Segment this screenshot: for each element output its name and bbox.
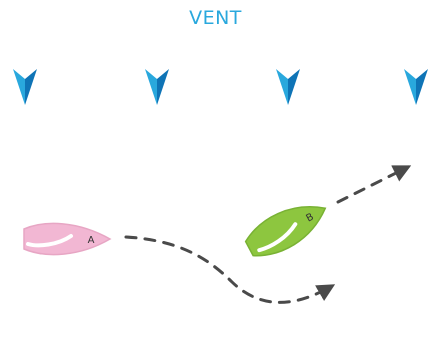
boat-b-label: B <box>305 211 316 224</box>
boat-b-hull <box>244 206 327 257</box>
wind-direction-arrow-icon <box>404 69 428 105</box>
wind-arrow-row <box>13 69 428 105</box>
wind-arrow-right-half <box>288 69 300 105</box>
wind-arrow-left-half <box>276 69 288 105</box>
boat-a-deck-highlight <box>26 234 73 248</box>
course-line-a <box>124 235 336 304</box>
wind-arrow-right-half <box>157 69 169 105</box>
boat-b-deck-highlight <box>257 222 298 253</box>
boat-b: B <box>244 206 327 257</box>
course-line-b <box>336 165 412 204</box>
wind-arrow-left-half <box>404 69 416 105</box>
wind-title: VENT <box>189 7 242 29</box>
wind-arrow-left-half <box>145 69 157 105</box>
boat-a-label: A <box>88 235 95 246</box>
boat-a: A <box>23 222 112 256</box>
wind-arrow-right-half <box>416 69 428 105</box>
wind-arrow-left-half <box>13 69 25 105</box>
wind-direction-arrow-icon <box>145 69 169 105</box>
wind-direction-arrow-icon <box>13 69 37 105</box>
wind-arrow-right-half <box>25 69 37 105</box>
wind-direction-arrow-icon <box>276 69 300 105</box>
